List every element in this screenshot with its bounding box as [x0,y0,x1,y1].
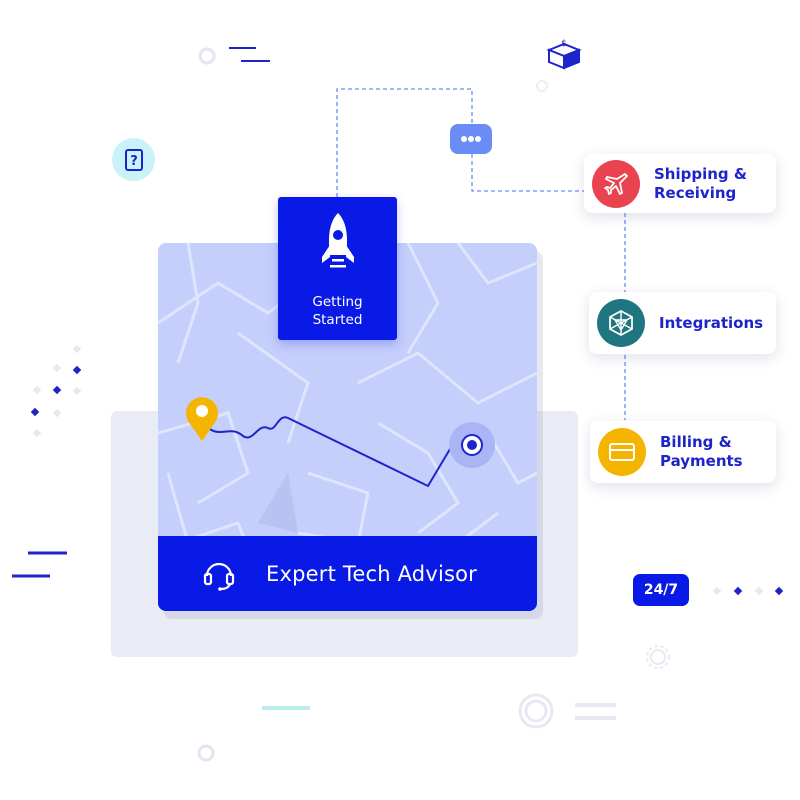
getting-started-label: Getting Started [278,293,397,329]
feature-billing-line2: Payments [660,452,743,470]
feature-shipping-line2: Receiving [654,183,737,202]
svg-text:$: $ [561,39,567,49]
headset-icon [203,562,235,591]
rocket-icon [322,213,354,268]
support-24-7-badge: 24/7 [633,574,689,606]
getting-started-line1: Getting [312,294,363,310]
expert-tech-advisor-button[interactable]: Expert Tech Advisor [158,536,537,611]
airplane-icon [592,159,640,208]
help-book-icon: ? [112,138,155,181]
getting-started-line2: Started [312,312,363,328]
feature-shipping-line1: Shipping & [654,164,747,183]
feature-card-billing[interactable]: Billing & Payments [590,421,776,483]
gear-icon [646,645,670,669]
destination-target-icon [449,422,495,468]
getting-started-card[interactable]: Getting Started [278,197,397,340]
hexagon-network-icon [597,299,645,347]
more-dots-icon [450,124,492,154]
location-pin-icon [186,397,218,441]
advisor-label: Expert Tech Advisor [266,561,478,586]
credit-card-icon [598,428,646,476]
feature-card-shipping[interactable]: Shipping & Receiving [584,154,776,213]
feature-billing-line1: Billing & [660,433,732,451]
package-icon: $ [546,39,582,70]
svg-text:?: ? [130,154,138,169]
feature-integrations-label: Integrations [659,313,764,332]
feature-card-integrations[interactable]: Integrations [589,292,776,354]
